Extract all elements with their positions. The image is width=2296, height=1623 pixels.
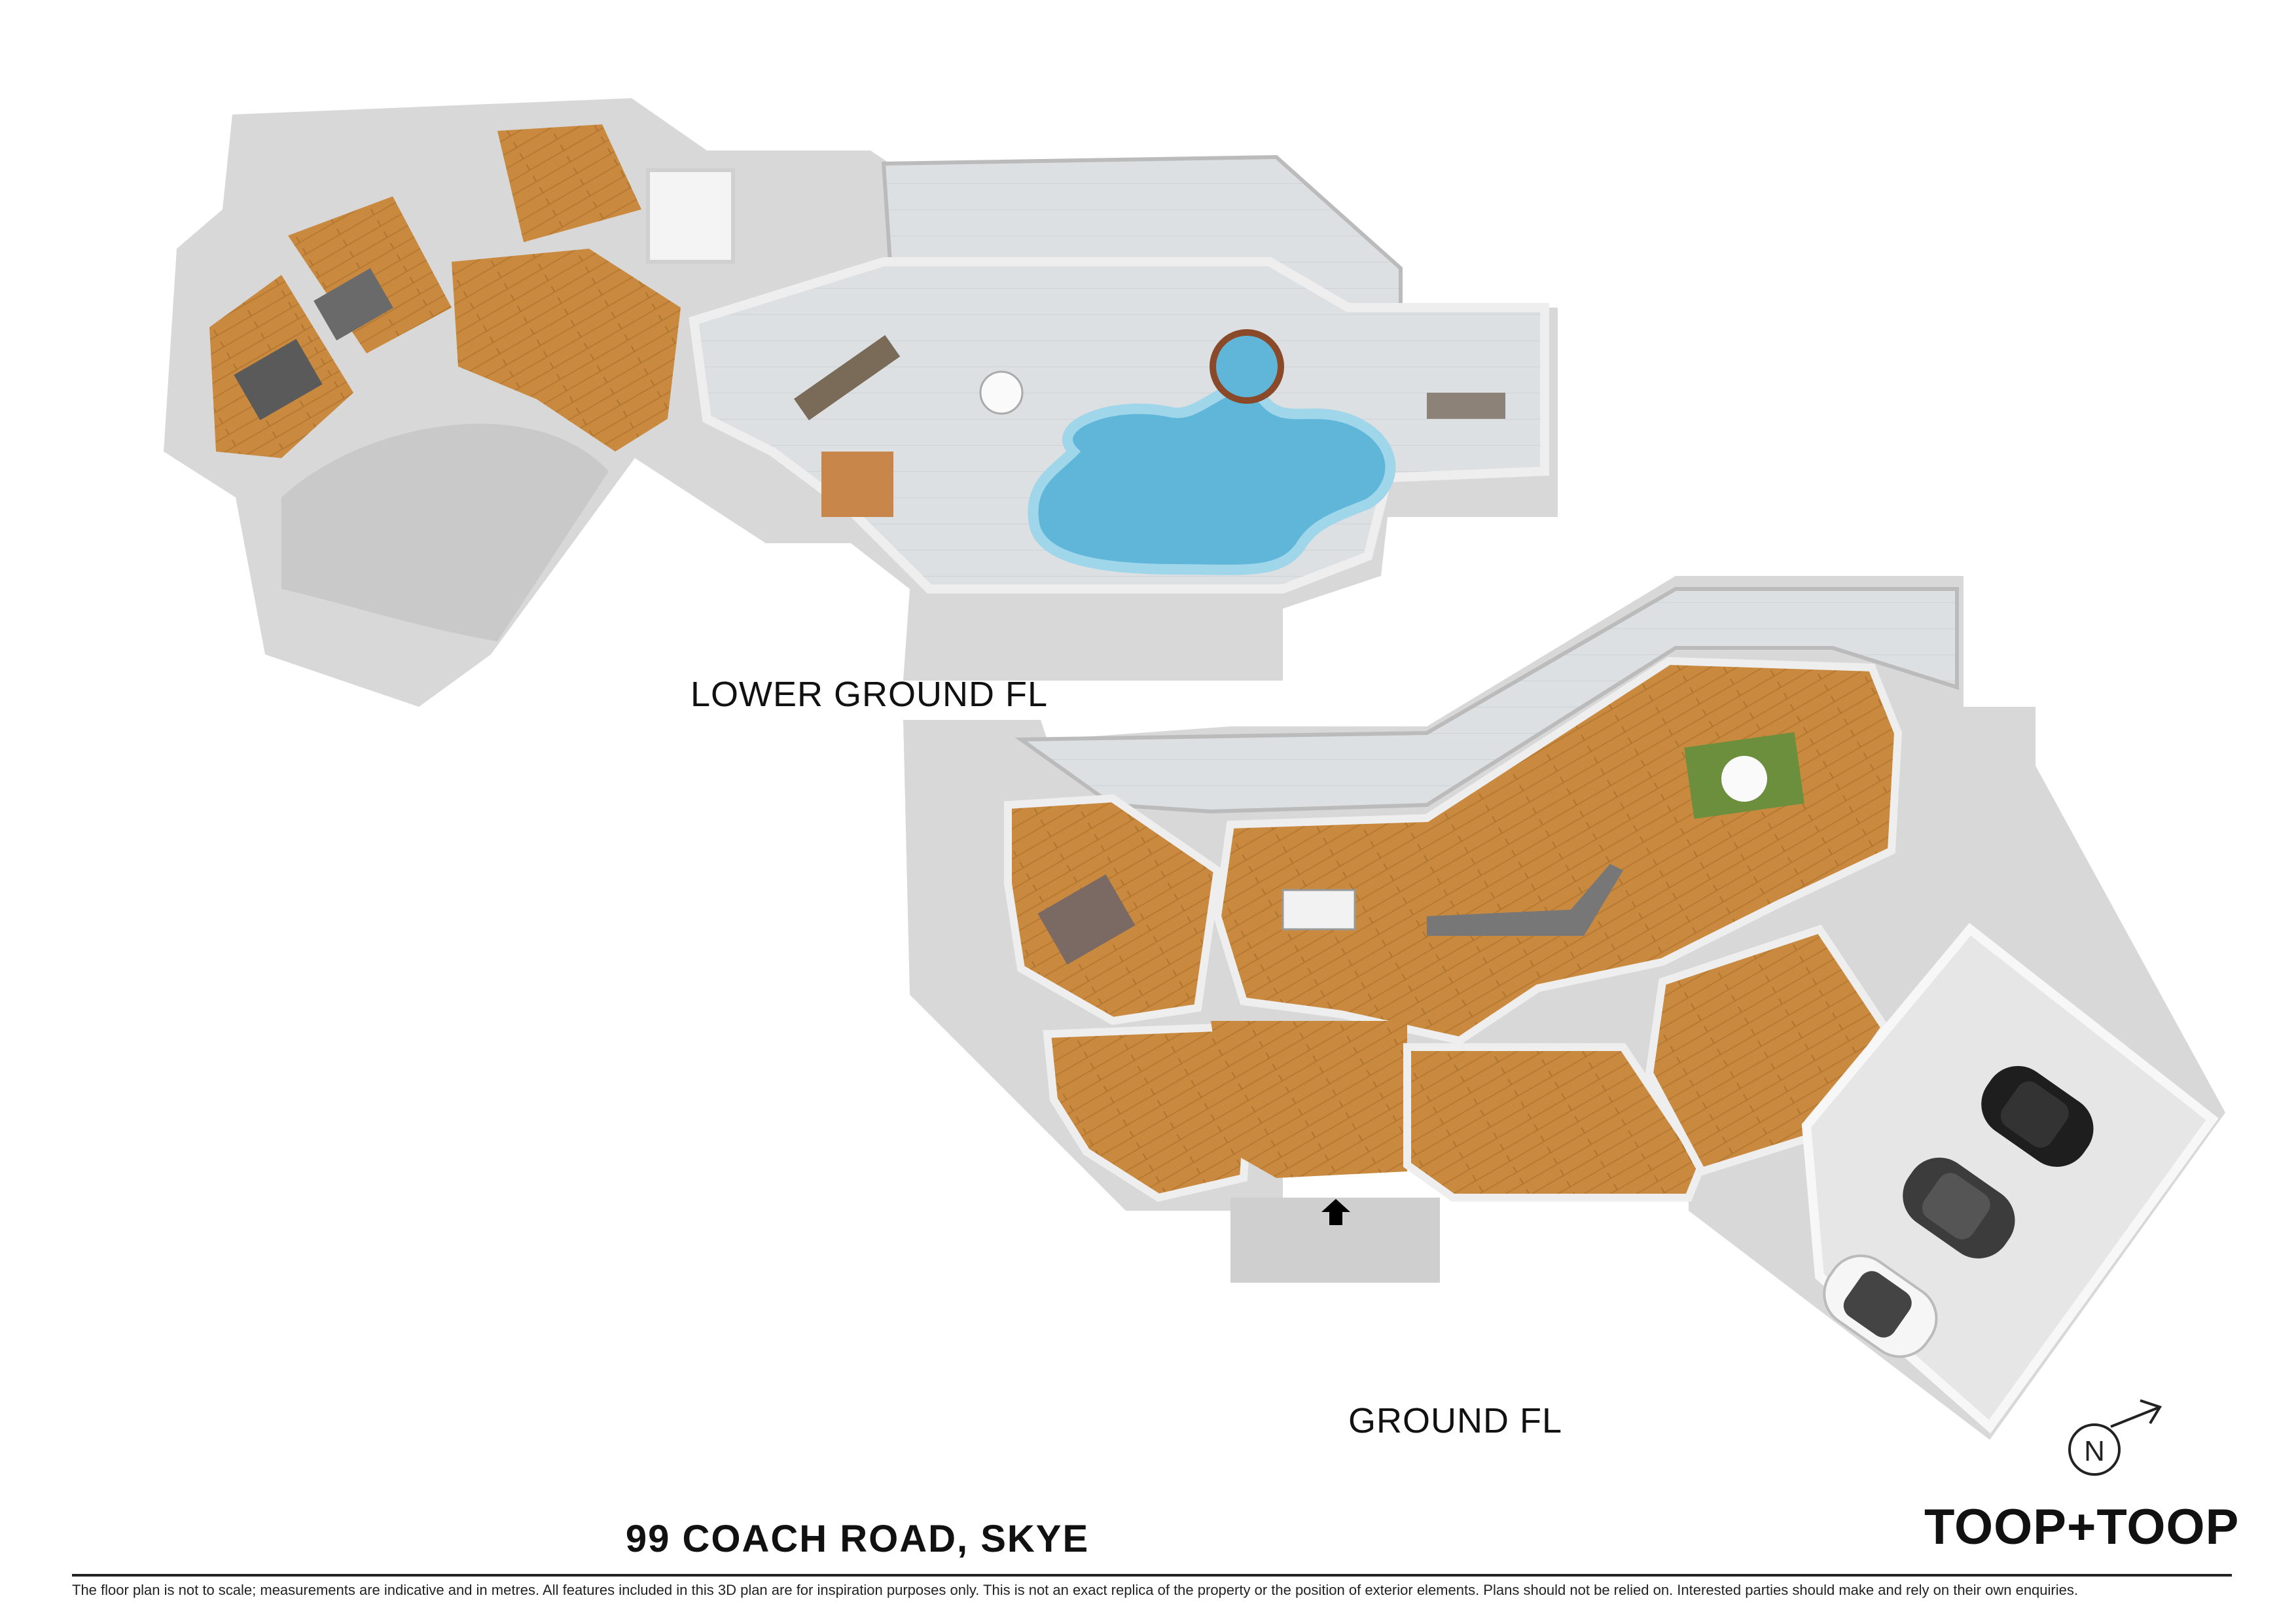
ground-floor xyxy=(903,576,2225,1440)
compass-north-letter: N xyxy=(2084,1435,2105,1467)
lower-rumpus xyxy=(281,423,609,641)
car-white xyxy=(1823,1254,1938,1358)
footer-divider xyxy=(72,1574,2232,1577)
ground-entry-hall xyxy=(1211,1021,1407,1178)
ground-study-right xyxy=(1403,1043,1706,1202)
car-black xyxy=(1981,1065,2094,1167)
lounge-sofa xyxy=(1427,393,1505,419)
lower-bedroom-3 xyxy=(497,124,641,242)
property-address: 99 COACH ROAD, SKYE xyxy=(625,1518,1090,1560)
car-grey xyxy=(1903,1157,2015,1258)
lower-sauna xyxy=(821,452,893,517)
ground-bed xyxy=(1037,874,1136,965)
bed-2 xyxy=(314,268,393,341)
bed-1 xyxy=(234,338,323,421)
lower-hall xyxy=(452,249,681,452)
ground-terrace xyxy=(1014,587,1959,814)
disclaimer-text: The floor plan is not to scale; measurem… xyxy=(72,1582,2078,1598)
lower-kitchen-bench xyxy=(793,334,901,421)
entry-arrow-icon xyxy=(1321,1199,1350,1225)
ground-dining-table xyxy=(1282,889,1356,931)
lower-ground-floor-label: LOWER GROUND FL xyxy=(691,675,1049,714)
ground-floor-label: GROUND FL xyxy=(1348,1401,1563,1440)
ground-coffee-table xyxy=(1721,756,1767,802)
lower-ground-floor xyxy=(164,98,1558,707)
brand-logo: TOOP+TOOP xyxy=(1924,1499,2240,1555)
north-arrow-icon xyxy=(2110,1406,2161,1428)
dining-table xyxy=(979,370,1024,415)
compass-circle xyxy=(2068,1423,2121,1476)
lower-bathroom xyxy=(646,168,735,264)
spa-pool xyxy=(1210,329,1284,404)
swimming-pool xyxy=(1028,383,1396,575)
north-arrow-head-icon xyxy=(2140,1399,2162,1425)
ground-kitchen-island xyxy=(1427,864,1623,936)
